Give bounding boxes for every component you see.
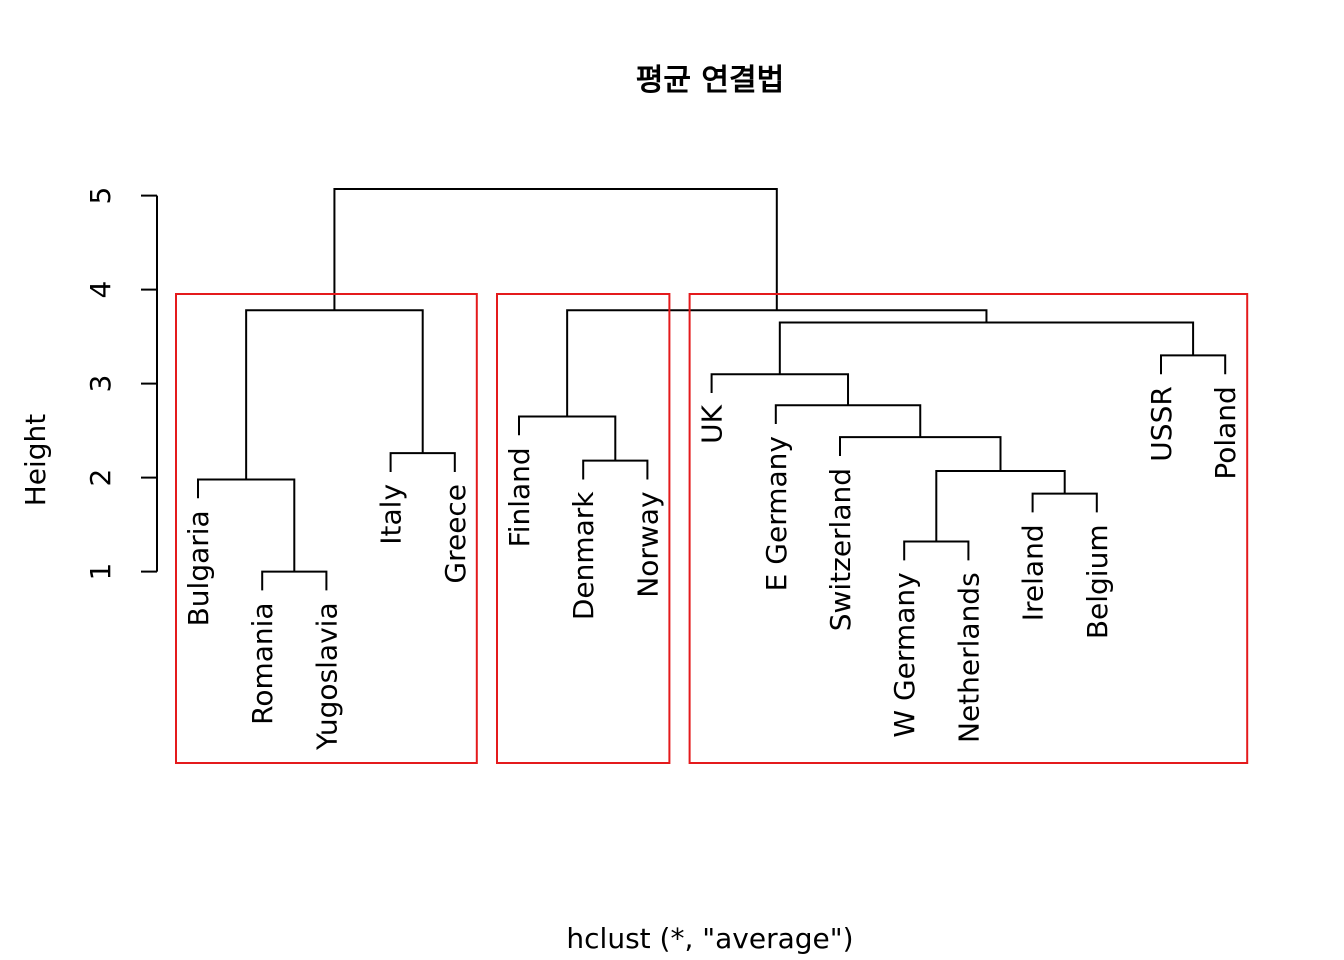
leaf-label-ireland: Ireland: [1017, 524, 1050, 621]
leaf-label-italy: Italy: [375, 484, 408, 545]
cluster-box-3: [688, 293, 1249, 764]
dendrogram-link-13: [778, 321, 1195, 375]
leaf-label-poland: Poland: [1209, 386, 1242, 479]
y-axis-label: Height: [19, 414, 52, 507]
leaf-label-w-germany: W Germany: [888, 572, 921, 737]
cluster-boxes: [175, 293, 1249, 764]
y-tick-label-2: 2: [84, 469, 117, 487]
dendrogram-link-7: [1031, 492, 1098, 513]
y-tick-label-3: 3: [84, 375, 117, 393]
y-tick-label-5: 5: [84, 187, 117, 205]
y-tick-label-4: 4: [84, 281, 117, 299]
dendrogram-link-4: [582, 459, 649, 480]
leaf-label-yugoslavia: Yugoslavia: [310, 602, 343, 751]
leaf-label-netherlands: Netherlands: [952, 572, 985, 743]
leaf-label-e-germany: E Germany: [760, 436, 793, 591]
leaf-label-bulgaria: Bulgaria: [182, 510, 215, 626]
y-axis: 1 2 3 4 5: [84, 187, 158, 581]
dendrogram-link-1: [261, 570, 328, 591]
cluster-box-1: [175, 293, 478, 764]
dendrogram-link-15: [566, 309, 988, 417]
dendrogram-link-11: [710, 373, 850, 406]
leaf-label-norway: Norway: [631, 491, 664, 597]
dendrogram-link-3: [389, 452, 456, 472]
leaf-label-switzerland: Switzerland: [824, 468, 857, 631]
leaf-label-uk: UK: [696, 404, 729, 443]
y-tick-label-1: 1: [84, 563, 117, 581]
dendrogram-link-9: [839, 436, 1002, 472]
dendrogram-link-12: [1160, 354, 1227, 375]
leaf-label-finland: Finland: [503, 447, 536, 547]
cluster-box-2: [496, 293, 671, 764]
leaf-label-romania: Romania: [246, 602, 279, 724]
dendrogram-link-16: [333, 188, 778, 311]
leaf-label-denmark: Denmark: [567, 491, 600, 620]
leaf-label-belgium: Belgium: [1081, 524, 1114, 639]
dendrogram-link-10: [774, 404, 922, 438]
leaf-label-ussr: USSR: [1145, 386, 1178, 462]
x-axis-label: hclust (*, "average"): [566, 922, 853, 955]
dendrogram-links: [197, 188, 1227, 591]
dendrogram-link-6: [903, 540, 970, 561]
chart-title: 평균 연결법: [636, 63, 784, 98]
leaf-label-greece: Greece: [439, 484, 472, 584]
